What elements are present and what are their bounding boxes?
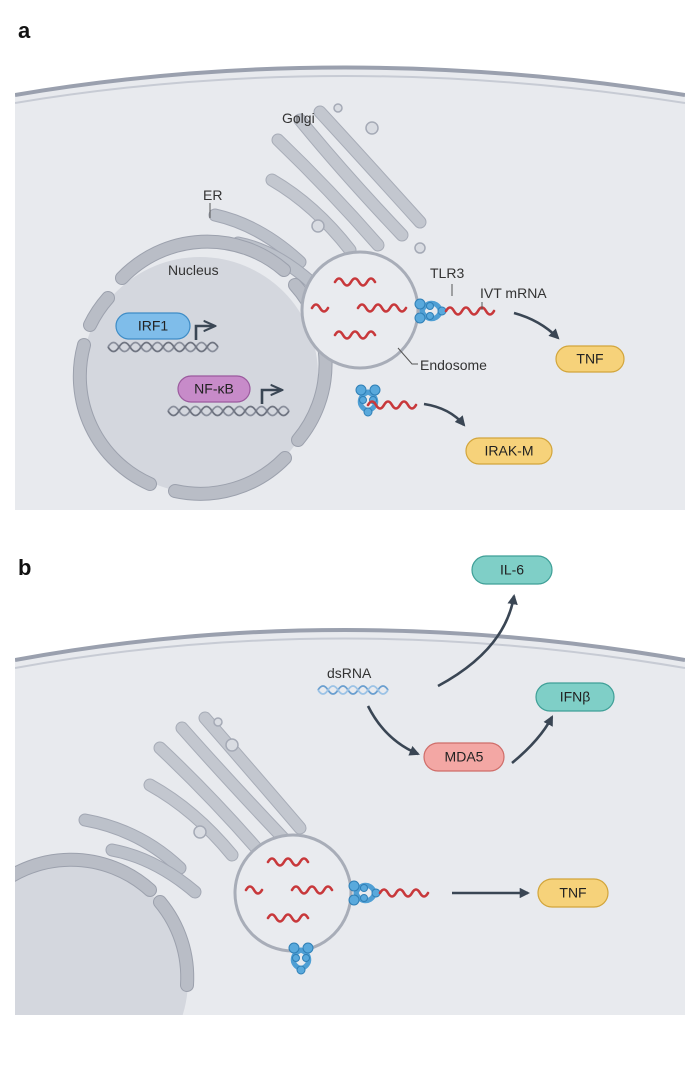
svg-text:IFNβ: IFNβ [560, 689, 591, 705]
panel-b-plasma-membrane [15, 628, 685, 662]
panel-a-endosome-label: Endosome [420, 357, 487, 373]
svg-text:NF-κB: NF-κB [194, 381, 234, 397]
panel-a-dna-irf1 [107, 326, 219, 353]
panel-a-nucleus-label: Nucleus [168, 262, 219, 278]
panel-b-mda5-pill: MDA5 [423, 742, 505, 772]
svg-text:IRF1: IRF1 [138, 318, 169, 334]
panel-a-er-label: ER [203, 187, 222, 203]
panel-a-ivt-mrna-label: IVT mRNA [480, 285, 547, 301]
panel-b-ifnb-pill: IFNβ [535, 682, 615, 712]
panel-b-endosome [233, 833, 353, 953]
panel-a-cell [15, 65, 685, 510]
panel-b-cell [15, 593, 685, 1015]
panel-a-golgi [265, 103, 427, 257]
panel-a-tlr3-label: TLR3 [430, 265, 464, 281]
panel-b-arrow-il6 [437, 593, 518, 688]
panel-a-ivt-mrna-bottom [366, 400, 418, 410]
panel-b-il6-pill: IL-6 [471, 555, 553, 585]
panel-b-tnf-pill: TNF [537, 878, 609, 908]
panel-b-dsrna-label: dsRNA [327, 665, 372, 681]
panel-a-plasma-membrane [15, 65, 685, 97]
panel-a-label: a [18, 18, 31, 43]
panel-a-tnf-pill: TNF [555, 345, 625, 373]
panel-b-label: b [18, 555, 31, 580]
panel-a-arrow-irakm [423, 402, 466, 427]
svg-text:TNF: TNF [559, 885, 586, 901]
panel-b-er [78, 813, 202, 899]
svg-text:MDA5: MDA5 [445, 749, 484, 765]
panel-b-arrow-mda5 [366, 705, 420, 756]
panel-b-golgi [143, 711, 307, 862]
panel-b-arrow-ifnb [511, 715, 554, 765]
panel-a-irf1-pill: IRF1 [115, 312, 191, 340]
panel-b-ivt-mrna-side [378, 888, 430, 898]
panel-a-dna-nfkb [167, 390, 290, 417]
panel-a-ivt-mrna-side [444, 306, 496, 316]
svg-text:TNF: TNF [576, 351, 603, 367]
panel-a-endosome [300, 250, 420, 370]
svg-text:IRAK-M: IRAK-M [485, 443, 534, 459]
panel-a-arrow-tnf [513, 311, 560, 340]
panel-a-nfkb-pill: NF-κB [177, 375, 251, 403]
panel-a-irakm-pill: IRAK-M [465, 437, 553, 465]
svg-text:IL-6: IL-6 [500, 562, 524, 578]
panel-b-dsrna-helix [317, 685, 389, 695]
panel-a-golgi-label: Golgi [282, 110, 315, 126]
panel-b-nucleus [15, 852, 195, 1015]
